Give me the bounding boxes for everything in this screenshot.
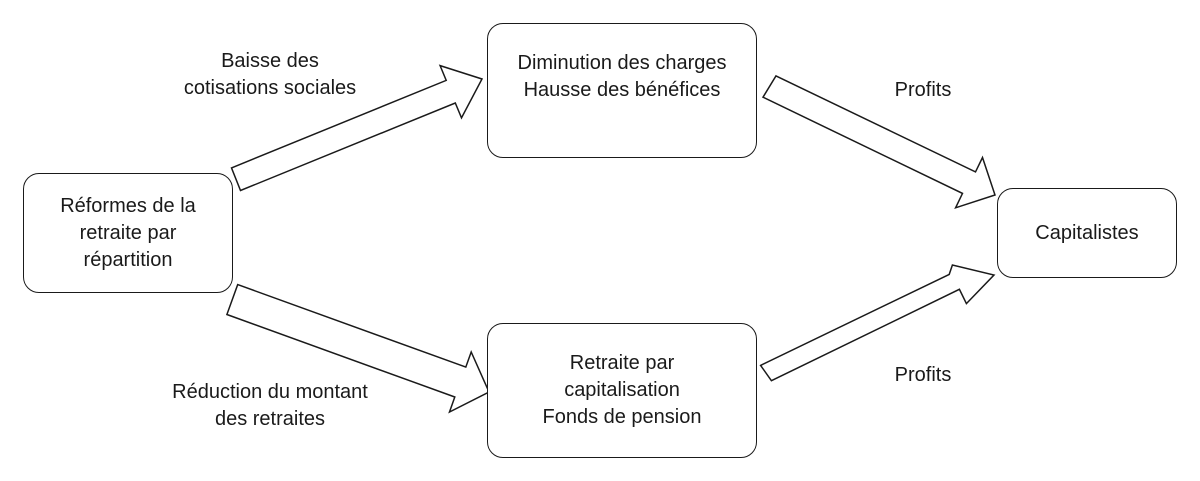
arrow-reformes-to-diminution: [230, 64, 484, 192]
edge-label-baisse-cotisations: Baisse des cotisations sociales: [165, 48, 375, 102]
edge-label-profits-top: Profits: [868, 77, 978, 104]
edge-label-line: Réduction du montant: [172, 381, 368, 403]
edge-label-line: Profits: [894, 364, 952, 386]
node-text-line: Diminution des charges: [517, 52, 727, 74]
arrow-retraite-cap-to-capitalistes: [759, 264, 996, 382]
edge-label-line: cotisations sociales: [183, 77, 357, 99]
node-text-line: Fonds de pension: [542, 406, 702, 428]
node-text-line: capitalisation: [564, 379, 680, 401]
node-text-line: Hausse des bénéfices: [523, 79, 721, 101]
node-reformes-retraite-repartition: Réformes de la retraite par répartition: [23, 173, 233, 293]
node-text-line: répartition: [83, 248, 173, 271]
arrow-reformes-to-retraite-cap: [225, 283, 490, 414]
edge-label-line: Baisse des: [221, 50, 319, 72]
node-text-line: Retraite par: [569, 352, 675, 374]
edge-label-line: Profits: [894, 79, 952, 101]
arrow-diminution-to-capitalistes: [761, 74, 996, 210]
node-text-line: Réformes de la: [60, 194, 196, 217]
edge-label-reduction-montant: Réduction du montant des retraites: [140, 379, 400, 433]
node-text-line: retraite par: [79, 221, 177, 244]
edge-label-profits-bottom: Profits: [868, 362, 978, 389]
node-diminution-charges: Diminution des charges Hausse des bénéfi…: [487, 23, 757, 158]
node-retraite-capitalisation: Retraite par capitalisation Fonds de pen…: [487, 323, 757, 458]
node-text-line: Capitalistes: [1035, 221, 1139, 244]
node-capitalistes: Capitalistes: [997, 188, 1177, 278]
edge-label-line: des retraites: [214, 408, 326, 430]
